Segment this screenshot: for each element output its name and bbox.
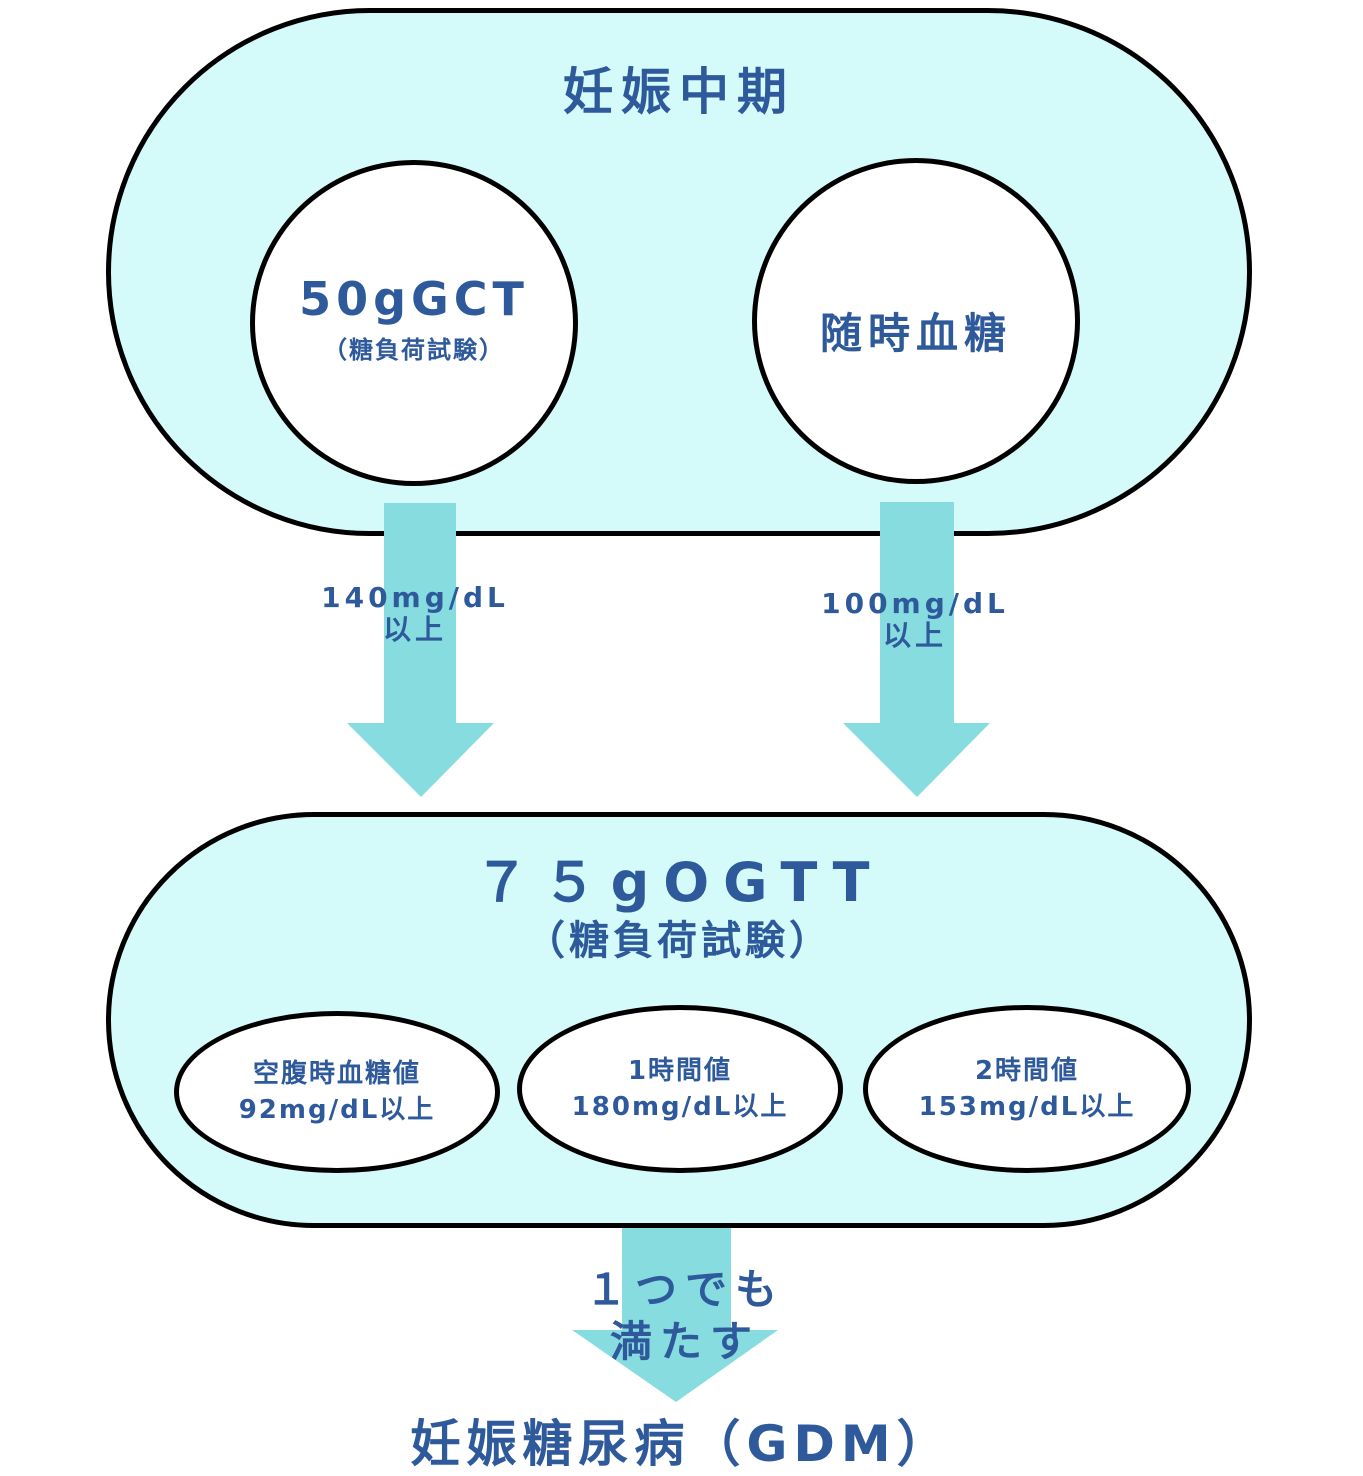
two-hour-criterion-label: 2時間値 <box>974 1056 1080 1086</box>
random-glucose-circle: 随時血糖 <box>752 158 1080 484</box>
two-hour-criterion-value: 153mg/dL以上 <box>918 1092 1136 1122</box>
ogtt-subtitle: （糖負荷試験） <box>525 918 833 964</box>
diagnosis-condition-line2: 満たす <box>609 1317 760 1366</box>
diagnosis-condition-label: １つでも 満たす <box>520 1264 850 1368</box>
one-hour-criterion: 1時間値 180mg/dL以上 <box>517 1005 843 1173</box>
diagnosis-condition-line1: １つでも <box>584 1265 785 1314</box>
gct-arrow <box>347 503 494 797</box>
two-hour-criterion: 2時間値 153mg/dL以上 <box>863 1005 1191 1173</box>
fasting-criterion-label: 空腹時血糖値 <box>252 1059 421 1089</box>
gct-test-circle: 50gGCT （糖負荷試験） <box>250 160 578 486</box>
diagnosis-arrow <box>572 1228 778 1402</box>
gct-threshold-label: 140mg/dL 以上 <box>300 582 530 646</box>
gdm-result: 妊娠糖尿病（GDM） <box>410 1415 953 1473</box>
second-trimester-title: 妊娠中期 <box>563 63 795 121</box>
gct-threshold-suffix: 以上 <box>382 613 447 646</box>
random-glucose-name: 随時血糖 <box>819 308 1012 358</box>
fasting-criterion-value: 92mg/dL以上 <box>238 1095 436 1125</box>
one-hour-criterion-value: 180mg/dL以上 <box>571 1092 789 1122</box>
random-glucose-arrow <box>843 502 990 797</box>
random-glucose-threshold-value: 100mg/dL <box>821 587 1009 620</box>
random-glucose-threshold-suffix: 以上 <box>882 619 947 652</box>
gct-threshold-value: 140mg/dL <box>321 581 509 614</box>
one-hour-criterion-label: 1時間値 <box>627 1056 733 1086</box>
random-glucose-threshold-label: 100mg/dL 以上 <box>800 588 1030 652</box>
gct-test-subtitle: （糖負荷試験） <box>323 335 505 364</box>
gct-test-name: 50gGCT <box>299 271 529 326</box>
fasting-glucose-criterion: 空腹時血糖値 92mg/dL以上 <box>174 1011 500 1173</box>
ogtt-title: ７５gOGTT <box>474 851 884 914</box>
